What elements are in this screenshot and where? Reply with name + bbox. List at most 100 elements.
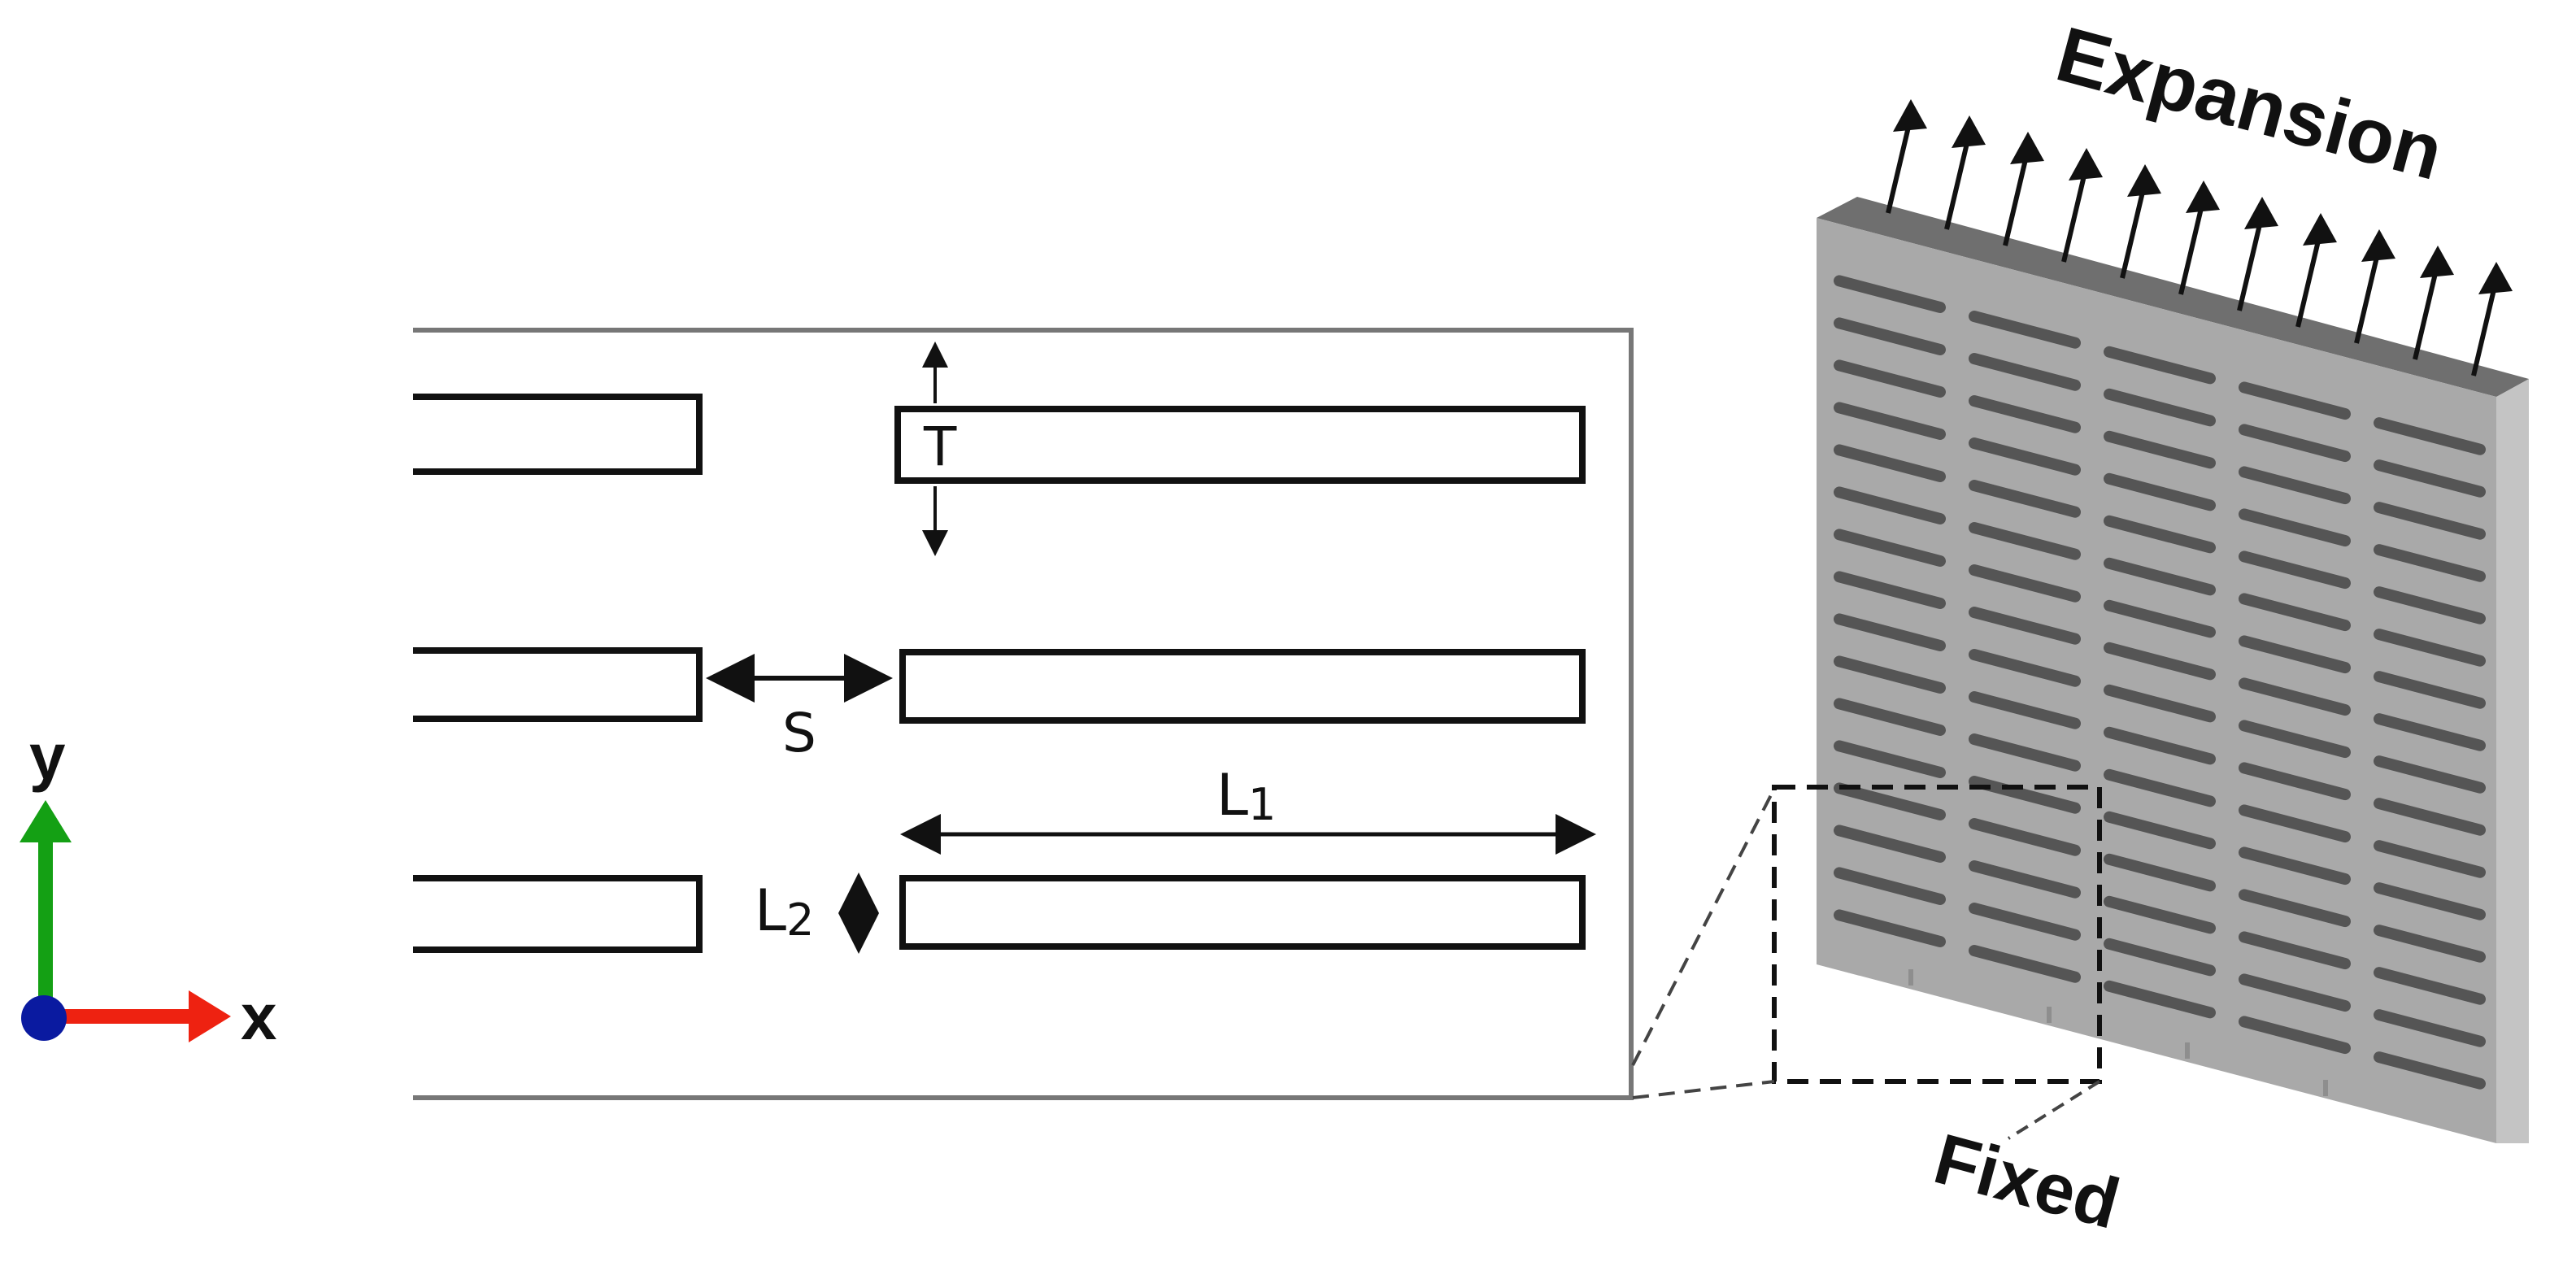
plate-slot — [1969, 480, 2081, 518]
plate-top-edge — [1817, 197, 2529, 397]
arrow-up-icon — [2186, 181, 2220, 213]
plate-slot — [2239, 381, 2351, 420]
plate-slot — [2104, 430, 2216, 469]
plate-slot — [2374, 925, 2486, 963]
plate-slot — [2239, 973, 2351, 1012]
plate-slot — [2239, 424, 2351, 463]
plate-slot — [2104, 980, 2216, 1019]
arrow-up-icon — [1952, 115, 1986, 148]
expansion-arrows — [1886, 99, 2513, 376]
plate-slot — [2374, 882, 2486, 920]
expansion-arrow-shaft — [2471, 285, 2497, 376]
plate-slot — [2374, 755, 2486, 794]
arrow-up-icon — [2303, 213, 2337, 246]
plate-slot — [2104, 768, 2216, 807]
l1-label: L1 — [1216, 762, 1276, 830]
plate-slot — [1969, 564, 2081, 603]
plate-slot — [2104, 642, 2216, 681]
plate-slot — [1834, 402, 1946, 440]
zoom-line-bottom — [1632, 1080, 1775, 1099]
plate-slot — [1969, 607, 2081, 645]
expansion-arrow-shaft — [2354, 253, 2380, 344]
plate-slot — [2104, 515, 2216, 554]
plate-slot — [2374, 671, 2486, 709]
expansion-arrow-shaft — [2178, 204, 2204, 295]
expansion-arrow-shaft — [2237, 220, 2263, 311]
plate-slot — [2104, 599, 2216, 638]
plate-slot — [1969, 395, 2081, 433]
plate-slots — [1834, 275, 2486, 1090]
slot-right-3 — [899, 875, 1586, 950]
detail-frame — [413, 328, 1634, 1100]
plate-slot — [2374, 1009, 2486, 1047]
l1-label-sub: 1 — [1248, 779, 1276, 830]
expansion-label: Expansion — [2048, 11, 2452, 197]
plate-slot — [2374, 798, 2486, 836]
plate-slot — [1834, 867, 1946, 905]
arrow-up-icon — [2478, 262, 2513, 294]
plate-side-face — [2496, 379, 2529, 1143]
plate-slot — [1969, 733, 2081, 772]
expansion-arrow-shaft — [2003, 155, 2029, 246]
plate-slot — [2104, 853, 2216, 892]
plate-bottom-notches — [1908, 969, 2328, 1096]
plate-slot — [2239, 720, 2351, 759]
plate-slot — [2239, 889, 2351, 928]
plate-slot — [2104, 811, 2216, 850]
plate-slot — [1969, 353, 2081, 391]
plate-slot — [2374, 967, 2486, 1005]
plate-slot — [2104, 684, 2216, 723]
plate-slot — [2104, 938, 2216, 977]
plate-slot — [2104, 472, 2216, 511]
plate-slot — [1969, 945, 2081, 983]
plate-slot — [1834, 740, 1946, 778]
slot-left-1 — [413, 394, 703, 475]
plate-slot — [1969, 691, 2081, 729]
expansion-arrow-shaft — [2295, 237, 2321, 328]
plate-slot — [1834, 782, 1946, 820]
zoom-callout — [1631, 785, 2102, 1140]
plate-slot — [1834, 571, 1946, 609]
plate-slot — [2239, 550, 2351, 590]
plate-slot — [2239, 846, 2351, 886]
plate-slot — [2104, 726, 2216, 765]
expansion-arrow-shaft — [2061, 172, 2087, 263]
plate-slot — [1969, 649, 2081, 687]
zoom-line-top — [1631, 788, 1776, 1066]
plate-slot — [2239, 466, 2351, 505]
coordinate-axes: y x — [20, 720, 277, 1053]
plate-slot — [1834, 486, 1946, 524]
plate-slot — [1834, 317, 1946, 355]
plate-slot — [2239, 762, 2351, 801]
plate-slot — [2239, 1016, 2351, 1055]
plate-slot — [1969, 437, 2081, 476]
s-label: S — [782, 702, 816, 764]
plate-slot — [2104, 388, 2216, 427]
detail-panel: T S L1 L2 — [413, 328, 1634, 1100]
plate-slot — [2239, 804, 2351, 843]
plate-slot — [1834, 359, 1946, 398]
plate-slot — [1834, 655, 1946, 694]
plate-slot — [2104, 557, 2216, 596]
plate-slot — [1969, 776, 2081, 814]
l1-label-main: L — [1216, 762, 1248, 829]
plate-slot — [1834, 529, 1946, 567]
expansion-arrow-shaft — [2120, 188, 2146, 279]
plate-slot — [1969, 903, 2081, 941]
slot-right-1 — [894, 406, 1586, 484]
plate-slot — [2239, 593, 2351, 632]
arrow-up-icon — [2127, 164, 2161, 197]
plate-slot — [2374, 417, 2486, 455]
plate-slot — [1834, 698, 1946, 736]
arrow-up-icon — [2244, 197, 2278, 229]
y-axis-label: y — [29, 720, 66, 793]
slot-right-2 — [899, 649, 1586, 724]
plate-slot — [2374, 502, 2486, 540]
t-label: T — [923, 416, 957, 478]
plate-slot — [2374, 586, 2486, 624]
origin-dot — [21, 995, 67, 1041]
fixed-label: Fixed — [1926, 1118, 2128, 1244]
plate-slot — [2374, 840, 2486, 878]
slot-left-2 — [413, 647, 703, 722]
